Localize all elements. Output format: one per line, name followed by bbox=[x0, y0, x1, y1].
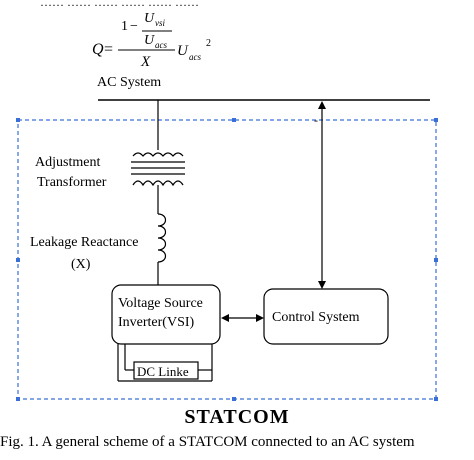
formula-x: X bbox=[140, 54, 151, 70]
formula-exponent: 2 bbox=[206, 38, 211, 49]
vsi-control-arrowhead-right bbox=[256, 314, 264, 322]
vsi-box bbox=[111, 284, 221, 345]
leakage-reactor-coil bbox=[157, 213, 167, 263]
vsi-control-arrowhead-left bbox=[221, 314, 229, 322]
formula-u-acs-denominator: U bbox=[144, 33, 155, 48]
adjustment-transformer-label-2: Transformer bbox=[37, 175, 107, 190]
leakage-reactance-label-2: (X) bbox=[71, 257, 91, 272]
boundary-handle-ml bbox=[16, 258, 20, 262]
control-system-label: Control System bbox=[272, 310, 360, 325]
boundary-handle-tl bbox=[16, 118, 20, 122]
boundary-handle-tm bbox=[232, 118, 236, 122]
boundary-handle-tr bbox=[434, 118, 438, 122]
formula-sub-acs-denominator: acs bbox=[155, 40, 167, 50]
boundary-handle-br bbox=[434, 397, 438, 401]
formula-sub-vsi: vsi bbox=[155, 18, 165, 28]
vsi-label-1: Voltage Source bbox=[118, 296, 203, 311]
reactive-power-formula: Q = 1 − U vsi U acs X U acs 2 bbox=[92, 11, 211, 70]
formula-u-acs: U bbox=[177, 43, 189, 59]
vsi-label-2: Inverter(VSI) bbox=[118, 315, 195, 330]
leakage-reactance-label-1: Leakage Reactance bbox=[30, 235, 138, 250]
statcom-heading: STATCOM bbox=[184, 406, 290, 428]
ac-system-label: AC System bbox=[97, 75, 161, 90]
formula-minus: − bbox=[130, 19, 138, 34]
bus-control-arrowhead-top bbox=[318, 101, 326, 109]
boundary-handle-mr bbox=[434, 258, 438, 262]
formula-sub-acs: acs bbox=[189, 52, 201, 62]
formula-one: 1 bbox=[121, 19, 128, 34]
formula-u-vsi: U bbox=[144, 11, 155, 26]
minus-marker: - bbox=[314, 113, 318, 127]
adjustment-transformer-label-1: Adjustment bbox=[35, 155, 100, 170]
transformer-symbol bbox=[131, 152, 185, 187]
dc-link-label: DC Linke bbox=[137, 364, 189, 379]
bus-control-arrowhead-bottom bbox=[318, 281, 326, 289]
boundary-handle-bl bbox=[16, 397, 20, 401]
control-system-box bbox=[263, 288, 389, 345]
top-cut-text: …… …… …… …… …… …… bbox=[40, 0, 199, 9]
formula-equals: = bbox=[104, 41, 113, 58]
formula-lhs: Q bbox=[92, 41, 104, 58]
boundary-handle-bm bbox=[232, 397, 236, 401]
figure-caption: Fig. 1. A general scheme of a STATCOM co… bbox=[0, 434, 415, 450]
